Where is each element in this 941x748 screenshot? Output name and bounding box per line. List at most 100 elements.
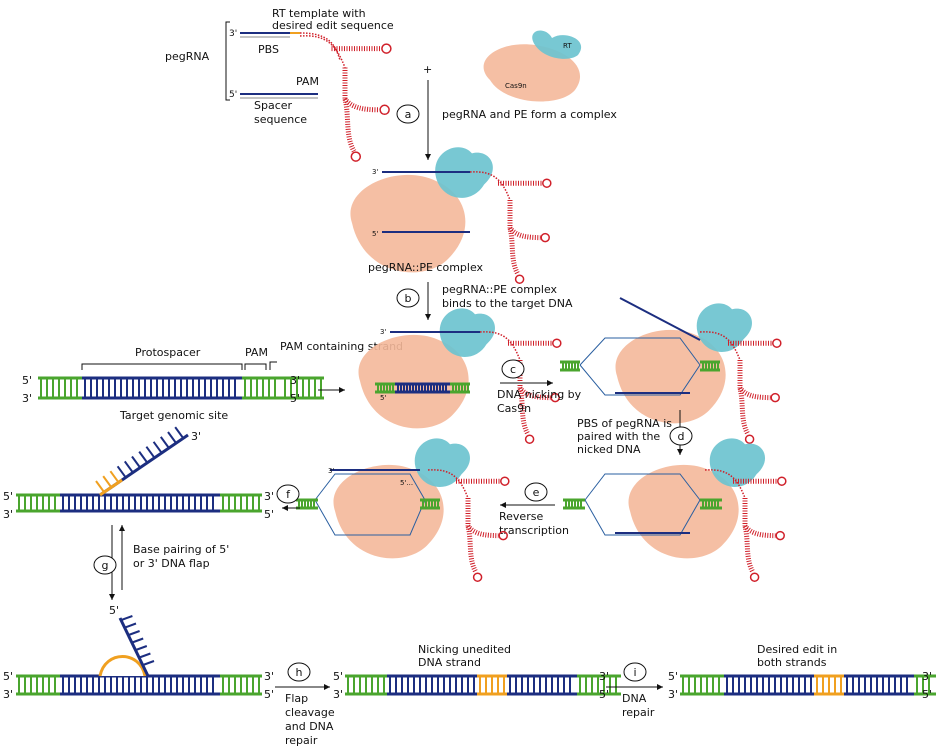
- pegrna-scaffold-top: [299, 35, 392, 162]
- pbs-label: PBS: [258, 43, 279, 56]
- flap-base: [95, 480, 105, 493]
- flap-base: [135, 645, 148, 651]
- rna-loop: [379, 104, 390, 116]
- pegrna-scaffold-4: [699, 331, 782, 444]
- pam-bracket: [244, 363, 267, 370]
- flap-base: [159, 436, 170, 449]
- arrow-e-head: [500, 502, 506, 508]
- flap-base: [124, 622, 137, 629]
- five-prime-label: 5': [264, 508, 274, 521]
- five-prime-label: 5': [380, 394, 386, 402]
- flap-base: [131, 637, 144, 644]
- step-g-text: or 3' DNA flap: [133, 557, 210, 570]
- rt-protein: [709, 438, 766, 487]
- flap-strand: [118, 617, 150, 677]
- pegrna-scaffold-2: [469, 171, 552, 284]
- step-e-text: transcription: [499, 524, 569, 537]
- green-end-left: [560, 360, 580, 372]
- edited-dna-nick: [345, 674, 621, 696]
- nicked-strand: [619, 297, 701, 341]
- step-c-text: Cas9n: [497, 402, 531, 415]
- step-circle-d: [669, 426, 693, 446]
- step-letter-b: b: [405, 292, 412, 305]
- rna-hairpin: [466, 524, 499, 539]
- rt-label: RT: [563, 42, 572, 50]
- step-h-text: Flap: [285, 692, 308, 705]
- dna-bubble: [579, 364, 701, 396]
- rna-loop: [514, 274, 525, 284]
- pe-complex-bound: [358, 308, 496, 429]
- step-circle-i: [623, 662, 647, 682]
- three-prime-label: 3': [922, 670, 932, 683]
- five-prime-label: 5': [668, 670, 678, 683]
- rna-loop: [540, 232, 550, 243]
- step-b-text: pegRNA::PE complex: [442, 283, 558, 296]
- step-c-text: DNA nicking by: [497, 388, 582, 401]
- three-prime-label: 3': [372, 168, 378, 176]
- protospacer-label: Protospacer: [135, 346, 201, 359]
- five-prime-label: 5': [3, 490, 13, 503]
- rna-hairpin: [508, 226, 541, 241]
- cas9n-protein: [350, 174, 466, 273]
- step-d-text: PBS of pegRNA is: [577, 417, 672, 430]
- flap-base: [116, 465, 127, 478]
- rna-hairpin: [738, 386, 771, 401]
- flap-base: [121, 615, 133, 621]
- step-e-text: Reverse: [499, 510, 543, 523]
- step-letter-d: d: [678, 430, 685, 443]
- green-end-right: [700, 360, 720, 372]
- flap-base: [152, 441, 163, 454]
- rna-loop: [350, 151, 362, 162]
- pam-label: PAM: [245, 346, 268, 359]
- green-end-right: [700, 498, 722, 510]
- rna-loop: [775, 530, 785, 541]
- rna-backbone: [469, 171, 511, 201]
- three-prime-label: 3': [668, 688, 678, 701]
- step-i-text: DNA: [622, 692, 647, 705]
- flap-base: [102, 475, 113, 488]
- pegrna-bracket: [225, 21, 230, 101]
- step-a-text: pegRNA and PE form a complex: [442, 108, 617, 121]
- rna-hairpin: [517, 387, 531, 436]
- rna-loop: [498, 530, 508, 541]
- step-h-text: cleavage: [285, 706, 335, 719]
- flap-base: [138, 451, 149, 464]
- step-circle-f: [276, 484, 300, 504]
- spacer-label: sequence: [254, 113, 307, 126]
- rna-backbone: [704, 469, 746, 499]
- cas9n-label: Cas9n: [505, 82, 527, 90]
- flap-base: [123, 460, 134, 473]
- rna-loop: [472, 572, 483, 582]
- rna-hairpin: [465, 525, 479, 574]
- rna-loop: [550, 392, 560, 403]
- three-prime-label: 3': [191, 430, 201, 443]
- arrow-i-head: [657, 684, 663, 690]
- spacer-label: Spacer: [254, 99, 293, 112]
- rna-loop: [500, 476, 510, 486]
- three-prime-label: 3': [3, 508, 13, 521]
- flap-edit: [99, 478, 123, 497]
- pam-top-label: PAM: [296, 75, 319, 88]
- five-prime-label: 5': [3, 670, 13, 683]
- three-prime-label: 3': [229, 29, 237, 39]
- five-prime-dots-label: 5'...: [400, 479, 413, 487]
- three-prime-label: 3': [22, 392, 32, 405]
- step-letter-g: g: [102, 559, 109, 572]
- flap-dna: [16, 493, 262, 513]
- rna-backbone: [699, 331, 741, 361]
- pe-complex-nicked: [615, 303, 753, 424]
- three-prime-label: 3': [380, 328, 386, 336]
- step-circle-e: [524, 482, 548, 502]
- pegrna-scaffold-5: [704, 469, 787, 582]
- step-g-text: Base pairing of 5': [133, 543, 229, 556]
- rna-backbone: [299, 35, 346, 68]
- arrow-g-up-head: [119, 525, 125, 531]
- pegrna-scaffold-6: [427, 469, 510, 582]
- nicking-caption: Nicking unedited: [418, 643, 511, 656]
- five-prime-label: 5': [599, 688, 609, 701]
- rna-loop: [770, 392, 780, 403]
- rt-protein: [414, 438, 471, 487]
- three-prime-label: 3': [290, 374, 300, 387]
- rna-hairpin: [343, 97, 380, 113]
